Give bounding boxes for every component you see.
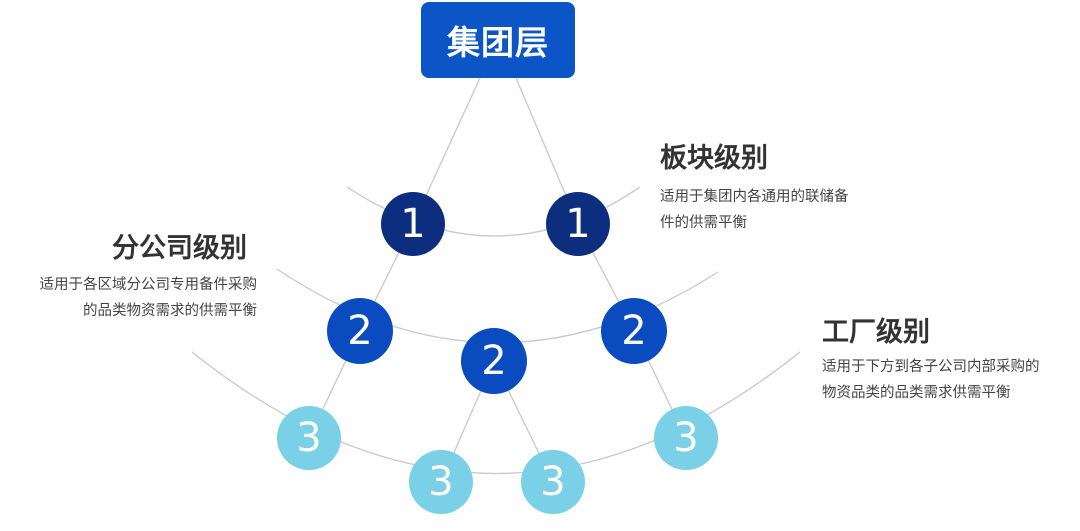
factory-level-title: 工厂级别 bbox=[822, 317, 930, 348]
node-number: 1 bbox=[565, 201, 591, 247]
group-level-label: 集团层 bbox=[447, 23, 549, 62]
node-number: 2 bbox=[481, 338, 507, 384]
node-number: 3 bbox=[296, 415, 322, 461]
node-number: 3 bbox=[428, 459, 454, 505]
node-level3-b: 3 bbox=[409, 450, 473, 514]
node-number: 2 bbox=[347, 308, 373, 354]
node-number: 3 bbox=[673, 415, 699, 461]
branch-level-desc-line: 适用于各区域分公司专用备件采购 bbox=[39, 277, 258, 293]
branch-level-description: 适用于各区域分公司专用备件采购 的品类物资需求的供需平衡 bbox=[14, 272, 258, 324]
node-number: 2 bbox=[621, 308, 647, 354]
node-level1-left: 1 bbox=[381, 192, 445, 256]
block-level-desc-line: 件的供需平衡 bbox=[660, 215, 747, 231]
branch-level-desc-line: 的品类物资需求的供需平衡 bbox=[83, 303, 257, 319]
node-level2-left: 2 bbox=[327, 298, 393, 364]
block-level-description: 适用于集团内各通用的联储备 件的供需平衡 bbox=[660, 184, 849, 236]
node-number: 1 bbox=[400, 201, 426, 247]
node-number: 3 bbox=[540, 459, 566, 505]
node-level1-right: 1 bbox=[546, 192, 610, 256]
block-level-desc-line: 适用于集团内各通用的联储备 bbox=[660, 189, 849, 205]
node-level3-a: 3 bbox=[277, 406, 341, 470]
group-level-box: 集团层 bbox=[421, 2, 575, 78]
factory-level-desc-line: 适用于下方到各子公司内部采购的 bbox=[822, 359, 1040, 375]
node-level2-center: 2 bbox=[461, 328, 527, 394]
branch-level-title: 分公司级别 bbox=[112, 233, 247, 264]
node-level3-d: 3 bbox=[654, 406, 718, 470]
factory-level-description: 适用于下方到各子公司内部采购的 物资品类的品类需求供需平衡 bbox=[822, 354, 1040, 406]
node-level2-right: 2 bbox=[601, 298, 667, 364]
node-level3-c: 3 bbox=[521, 450, 585, 514]
arc-level3 bbox=[191, 351, 801, 474]
block-level-title: 板块级别 bbox=[660, 143, 768, 174]
factory-level-desc-line: 物资品类的品类需求供需平衡 bbox=[822, 385, 1011, 401]
